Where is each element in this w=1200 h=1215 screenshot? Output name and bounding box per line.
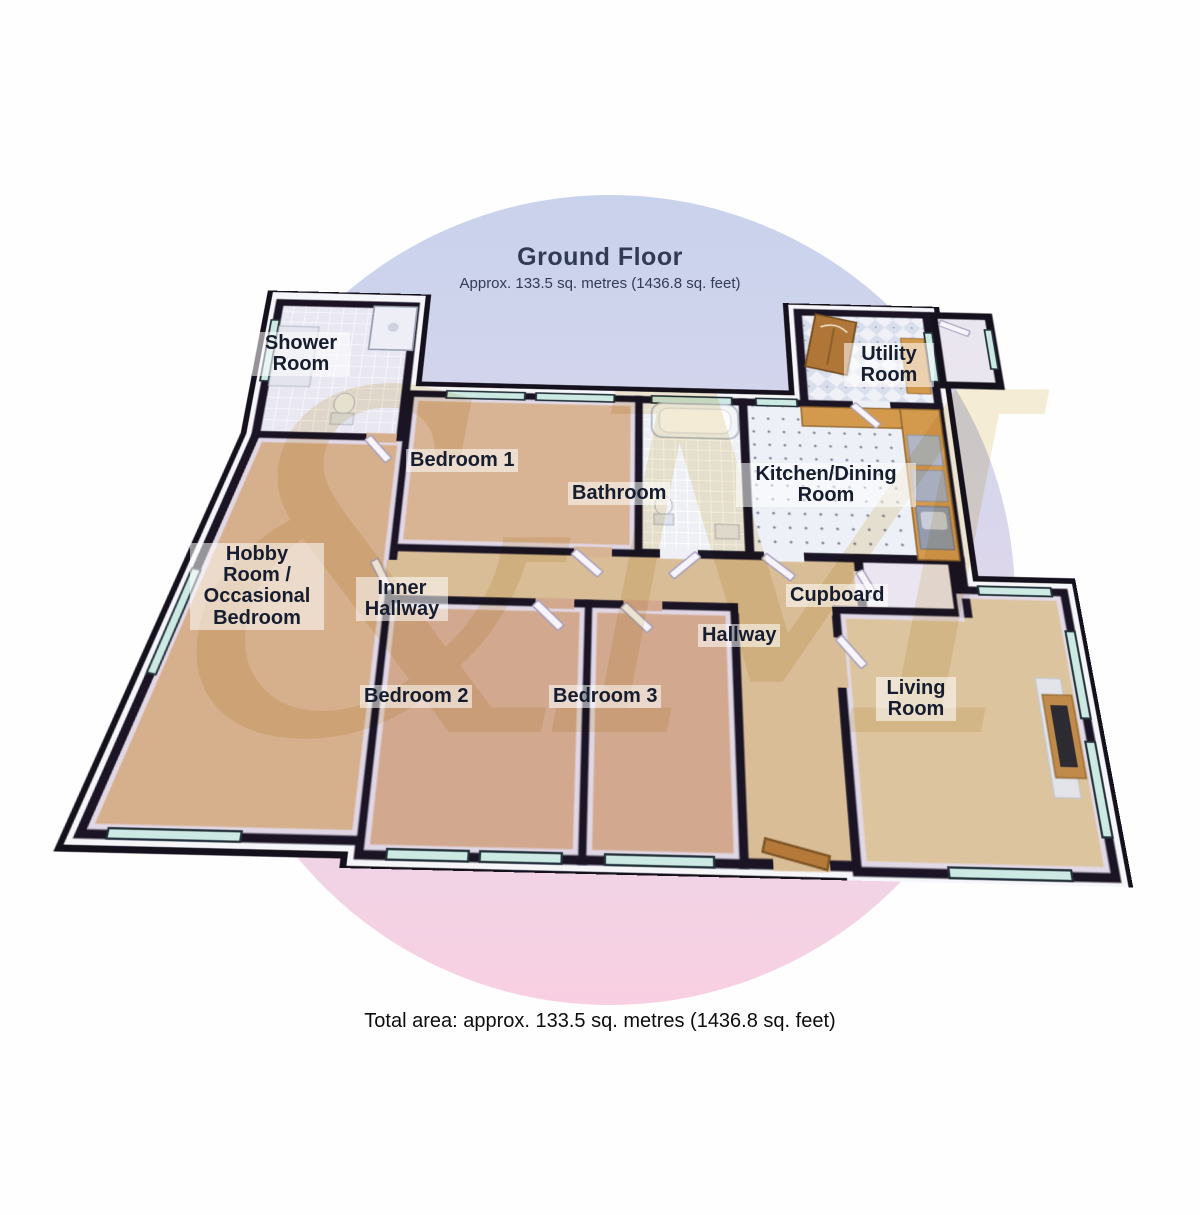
room-label-utility-room: Utility Room (844, 343, 934, 388)
door-bedroom3 (621, 602, 653, 632)
room-living-floor (835, 587, 1116, 877)
room-label-hallway: Hallway (698, 624, 781, 648)
window-living-north (978, 586, 1052, 596)
door-bedroom1 (571, 549, 603, 577)
door-openings (311, 393, 943, 869)
window-bedroom2-a (386, 849, 469, 862)
kitchen-sink (916, 506, 955, 550)
hallway-arm-floor (734, 608, 857, 867)
room-label-hobby-room: Hobby Room / Occasional Bedroom (190, 543, 324, 630)
window-bedroom1-a (446, 391, 525, 400)
page-subtitle: Approx. 133.5 sq. metres (1436.8 sq. fee… (459, 275, 741, 292)
page-title: Ground Floor (517, 243, 683, 271)
window-bedroom1-b (536, 393, 615, 402)
room-hobby-floor (80, 433, 406, 840)
bathroom-sink (715, 524, 739, 539)
door-hobby (370, 558, 392, 591)
entrance-porch (933, 315, 1001, 386)
room-bedroom1-floor (394, 394, 639, 553)
room-label-kitchen-dining-room: Kitchen/Dining Room (736, 463, 916, 508)
door-bedroom2 (532, 600, 564, 630)
room-label-bedroom-2: Bedroom 2 (360, 685, 473, 709)
room-label-shower-room: Shower Room (252, 332, 350, 377)
door-kitchen (762, 553, 796, 581)
room-label-inner-hallway: Inner Hallway (356, 577, 448, 622)
room-cupboard-floor (858, 558, 959, 613)
room-label-bedroom-1: Bedroom 1 (406, 449, 519, 473)
window-living-south (948, 867, 1073, 881)
bathtub-basin (659, 408, 731, 434)
room-label-cupboard: Cupboard (786, 584, 889, 608)
room-label-bedroom-3: Bedroom 3 (549, 685, 662, 709)
door-bathroom (669, 552, 701, 579)
bathtub (652, 403, 739, 439)
kitchen-fixtures (801, 407, 960, 561)
window-bedroom2-b (479, 851, 561, 864)
corridor-floor (388, 547, 968, 613)
room-label-living-room: Living Room (876, 677, 956, 722)
room-bedroom2-floor (359, 599, 588, 859)
plan-title-block: Ground Floor Approx. 133.5 sq. metres (1… (0, 243, 1200, 292)
kitchen-cabinet-b (911, 470, 948, 502)
window-kitchen (756, 398, 797, 406)
total-area-text: Total area: approx. 133.5 sq. metres (14… (364, 1010, 836, 1032)
room-label-bathroom: Bathroom (568, 482, 671, 506)
kitchen-sink-basin (920, 511, 948, 530)
kitchen-cabinet-a (907, 435, 943, 466)
room-bedroom3-floor (582, 604, 744, 863)
window-hobby-south (106, 828, 241, 842)
door-leaves (336, 391, 908, 670)
door-shower (365, 435, 392, 462)
floor-plan (35, 288, 1133, 887)
window-bedroom3 (605, 854, 714, 867)
floor-plan-3d-wrapper (35, 288, 1133, 887)
